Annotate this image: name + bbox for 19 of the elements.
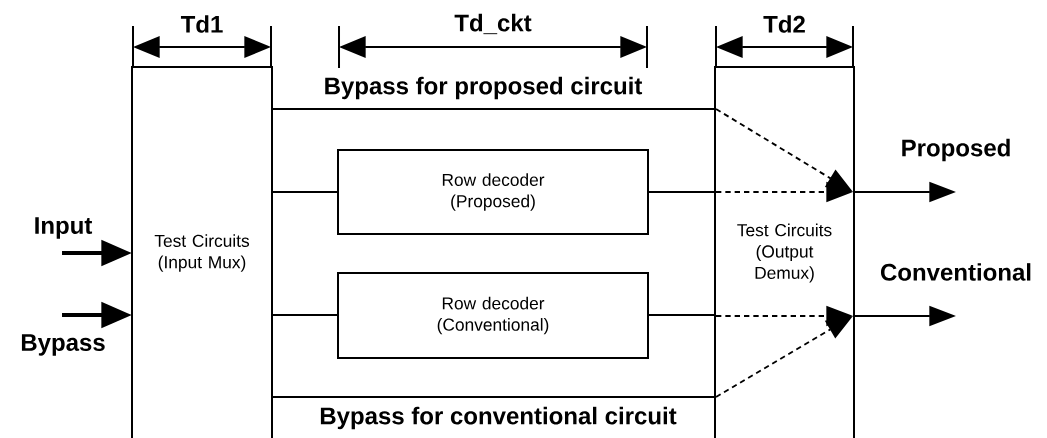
connector-line [271, 396, 716, 398]
dimension-label: Td1 [180, 15, 223, 33]
connector-line [271, 108, 716, 110]
edge-label: Conventional [881, 263, 1031, 281]
edge-label: Bypass for proposed circuit [325, 76, 643, 100]
edge-label: Input [35, 217, 93, 239]
connector-line [271, 314, 339, 316]
edge-label: Bypass for conventional circuit [320, 406, 677, 430]
dimension-label: Td2 [763, 15, 805, 33]
decoder-box: Row decoder (Conventional) [337, 272, 649, 359]
decoder-box: Row decoder (Proposed) [337, 149, 649, 235]
dimension-label: Td_ckt [454, 13, 532, 35]
edge-label: Bypass [21, 334, 105, 356]
connector-line [271, 191, 339, 193]
test-circuit-band: Test Circuits (Output Demux) [714, 66, 855, 438]
edge-label: Proposed [902, 138, 1010, 162]
connector-line [647, 314, 716, 316]
test-circuit-band: Test Circuits (Input Mux) [131, 66, 273, 438]
connector-line [647, 191, 716, 193]
